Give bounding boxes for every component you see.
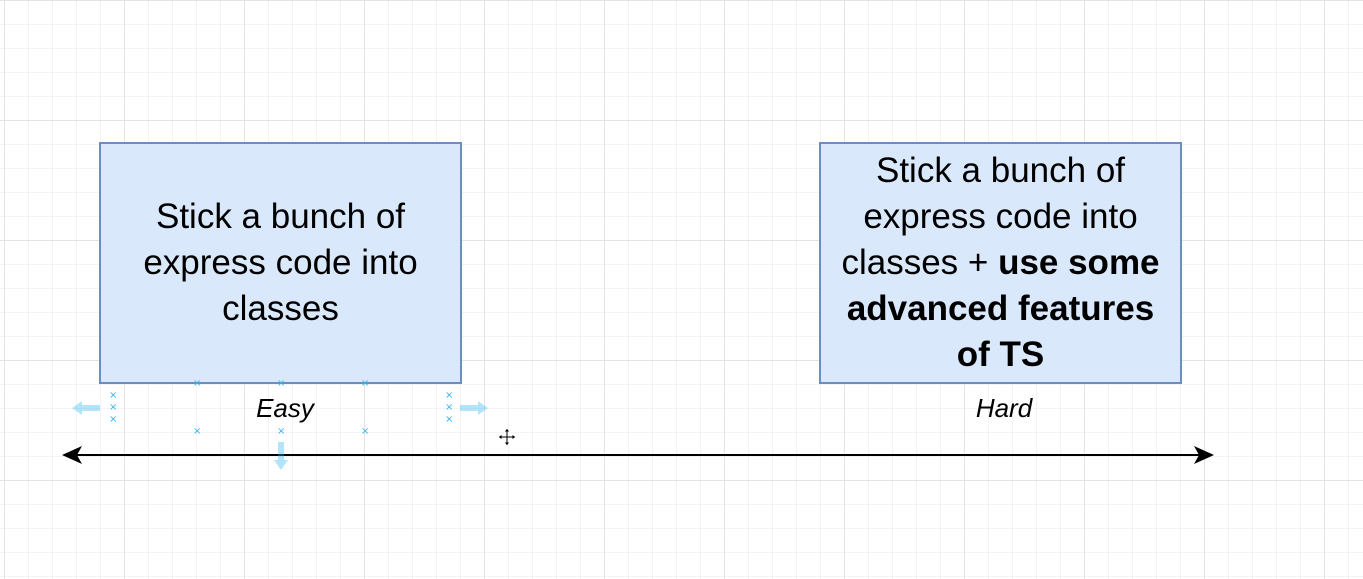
- hard-approach-box[interactable]: Stick a bunch of express code into class…: [819, 142, 1182, 384]
- hard-approach-text-plain: Stick a bunch of express code into class…: [841, 151, 1138, 282]
- connection-point-icon[interactable]: ×: [109, 414, 118, 425]
- hard-label[interactable]: Hard: [975, 393, 1033, 423]
- connection-point-icon[interactable]: ×: [361, 378, 370, 389]
- connection-point-icon[interactable]: ×: [445, 414, 454, 425]
- axis-left-arrowhead: [62, 446, 82, 464]
- easy-label[interactable]: Easy: [256, 393, 314, 423]
- axis-right-arrowhead: [1194, 446, 1214, 464]
- connection-point-icon[interactable]: ×: [193, 378, 202, 389]
- move-cursor-icon: [497, 427, 517, 447]
- connection-point-icon[interactable]: ×: [445, 390, 454, 401]
- left-hint-arrow-icon[interactable]: [70, 399, 102, 417]
- connection-point-icon[interactable]: ×: [277, 378, 286, 389]
- connection-point-icon[interactable]: ×: [361, 426, 370, 437]
- easy-approach-box[interactable]: Stick a bunch of express code into class…: [99, 142, 462, 384]
- connection-point-icon[interactable]: ×: [109, 402, 118, 413]
- connection-point-icon[interactable]: ×: [193, 426, 202, 437]
- hard-approach-text: Stick a bunch of express code into class…: [827, 148, 1174, 378]
- connection-point-icon[interactable]: ×: [277, 426, 286, 437]
- connection-point-icon[interactable]: ×: [445, 402, 454, 413]
- easy-approach-text: Stick a bunch of express code into class…: [143, 197, 418, 328]
- connection-point-icon[interactable]: ×: [109, 390, 118, 401]
- down-hint-arrow-icon[interactable]: [272, 440, 290, 472]
- right-hint-arrow-icon[interactable]: [458, 399, 490, 417]
- hard-approach-text-bold: use some advanced features of TS: [846, 243, 1160, 374]
